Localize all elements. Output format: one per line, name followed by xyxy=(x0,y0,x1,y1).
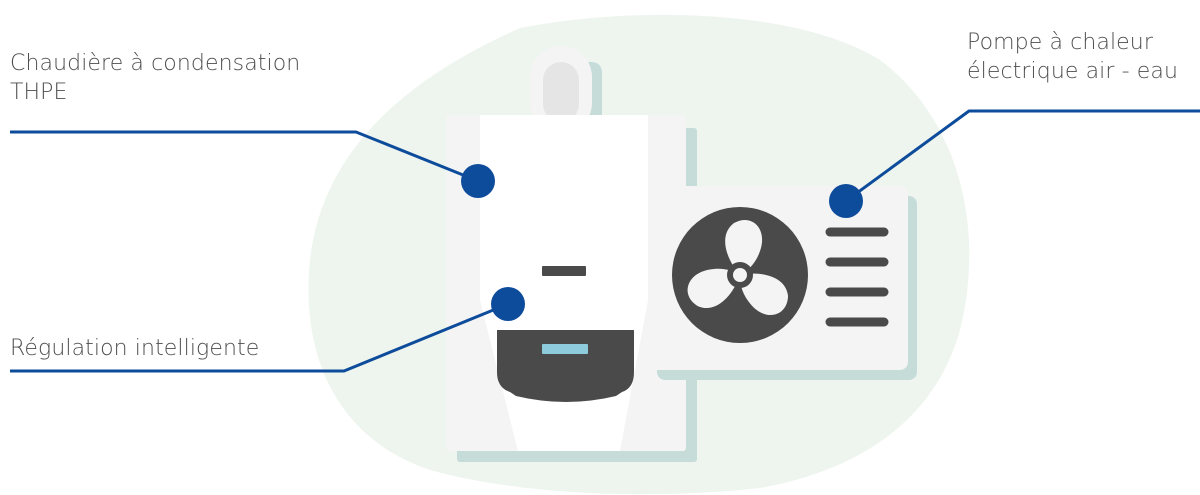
callout-line-heatpump xyxy=(845,109,1200,203)
label-regulation-line1: Régulation intelligente xyxy=(10,336,260,361)
label-heat-pump-line1: Pompe à chaleur xyxy=(967,30,1153,55)
callout-dot-heatpump xyxy=(829,184,863,218)
label-boiler: Chaudière à condensation THPE xyxy=(10,49,300,107)
heat-pump-vents xyxy=(825,227,889,327)
boiler-illustration xyxy=(446,46,697,462)
label-regulation: Régulation intelligente xyxy=(10,334,259,363)
boiler-top-inner xyxy=(543,62,579,122)
callout-line-regulation xyxy=(10,302,509,373)
label-heat-pump: Pompe à chaleur électrique air - eau xyxy=(967,28,1178,86)
fan-icon xyxy=(672,207,808,343)
callout-dot-boiler xyxy=(461,164,495,198)
callout-line-boiler xyxy=(10,130,479,183)
boiler-display xyxy=(542,344,588,354)
boiler-control-panel xyxy=(497,330,634,402)
boiler-slot xyxy=(542,266,586,276)
label-boiler-line1: Chaudière à condensation xyxy=(10,51,301,76)
callout-dot-regulation xyxy=(491,287,525,321)
label-boiler-line2: THPE xyxy=(10,80,68,105)
label-heat-pump-line2: électrique air - eau xyxy=(967,59,1179,84)
heat-pump-illustration xyxy=(648,186,917,380)
callouts xyxy=(10,109,1200,373)
